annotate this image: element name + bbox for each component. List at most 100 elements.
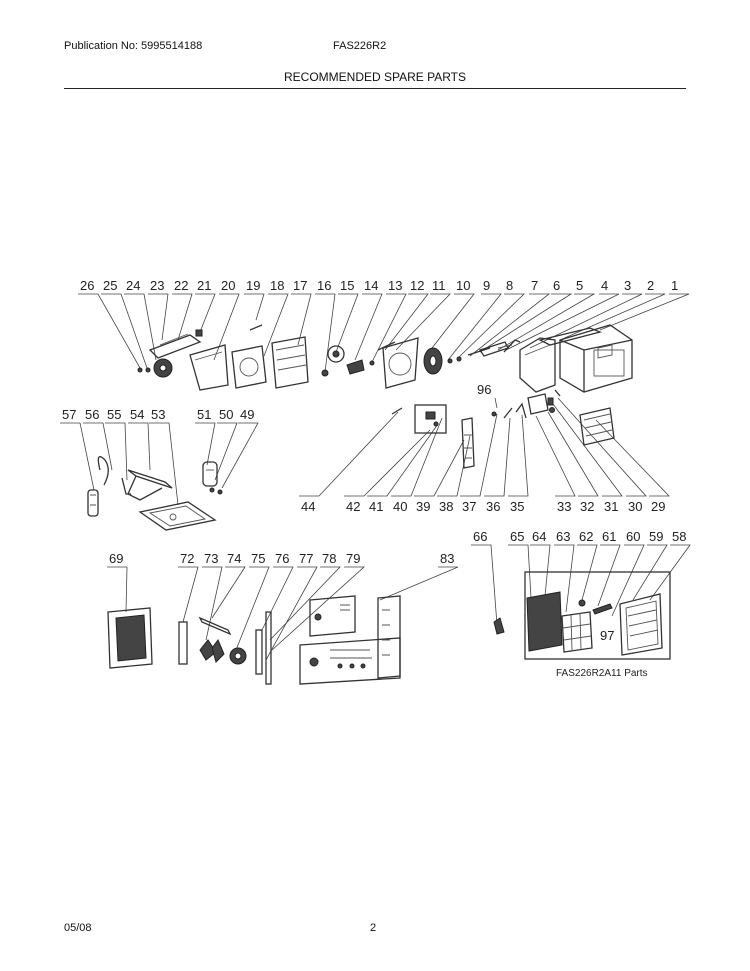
part-72-side-curtain-icon bbox=[178, 621, 188, 665]
callout-40: 40 bbox=[393, 499, 407, 514]
part-59-front-grille-icon bbox=[619, 593, 663, 656]
callout-75: 75 bbox=[251, 551, 265, 566]
part-64-air-filter-icon bbox=[526, 591, 563, 652]
part-63-filter-frame-icon bbox=[561, 611, 593, 653]
callout-6: 6 bbox=[553, 278, 560, 293]
callout-38: 38 bbox=[439, 499, 453, 514]
row1-leaders bbox=[78, 293, 690, 373]
part-13-screw-icon bbox=[369, 360, 375, 366]
callout-4: 4 bbox=[601, 278, 608, 293]
part-77-gasket-icon bbox=[265, 611, 272, 685]
callout-60: 60 bbox=[626, 529, 640, 544]
callout-17: 17 bbox=[293, 278, 307, 293]
part-11-shroud-icon bbox=[382, 337, 419, 389]
callout-31: 31 bbox=[604, 499, 618, 514]
part-54-bracket-icon bbox=[127, 469, 173, 501]
row3-callouts: 69 72 73 74 75 76 77 78 79 83 66 65 64 6… bbox=[109, 529, 686, 643]
part-1-cabinet-icon bbox=[559, 324, 633, 393]
part-62-knob-icon bbox=[578, 599, 586, 607]
part-44-screw-icon bbox=[391, 407, 403, 415]
part-32-switch-icon bbox=[547, 397, 554, 406]
callout-19: 19 bbox=[246, 278, 260, 293]
model-number: FAS226R2 bbox=[333, 40, 387, 52]
callout-22: 22 bbox=[174, 278, 188, 293]
part-75-drain-plug-icon bbox=[229, 647, 247, 665]
row2-top-leaders bbox=[60, 397, 498, 506]
callout-10: 10 bbox=[456, 278, 470, 293]
callout-29: 29 bbox=[651, 499, 665, 514]
part-3-front-panel-icon bbox=[519, 337, 556, 393]
part-9-screw-icon bbox=[447, 358, 453, 364]
part-39-thermostat-bracket-icon bbox=[461, 417, 475, 469]
footer-page-number: 2 bbox=[370, 922, 377, 934]
part-66-knob-icon bbox=[493, 617, 505, 635]
callout-76: 76 bbox=[275, 551, 289, 566]
callout-49: 49 bbox=[240, 407, 254, 422]
callout-55: 55 bbox=[107, 407, 121, 422]
parts-inset-box: FAS226R2A11 Parts bbox=[524, 571, 671, 679]
footer-date: 05/08 bbox=[64, 922, 92, 934]
page-title: RECOMMENDED SPARE PARTS bbox=[283, 70, 467, 84]
callout-69: 69 bbox=[109, 551, 123, 566]
callout-7: 7 bbox=[531, 278, 538, 293]
callout-66: 66 bbox=[473, 529, 487, 544]
callout-5: 5 bbox=[576, 278, 583, 293]
callout-11: 11 bbox=[432, 278, 446, 293]
callout-9: 9 bbox=[483, 278, 490, 293]
part-33-control-box-icon bbox=[527, 393, 549, 415]
callout-1: 1 bbox=[671, 278, 678, 293]
part-20-scroll-housing-icon bbox=[189, 344, 229, 391]
part-19-rod-icon bbox=[249, 324, 263, 331]
part-17-evaporator-icon bbox=[271, 336, 309, 389]
title-rule bbox=[64, 88, 686, 89]
callout-24: 24 bbox=[126, 278, 140, 293]
callout-30: 30 bbox=[628, 499, 642, 514]
row2-bottom-leaders bbox=[299, 397, 670, 497]
callout-59: 59 bbox=[649, 529, 663, 544]
callout-64: 64 bbox=[532, 529, 546, 544]
callout-33: 33 bbox=[557, 499, 571, 514]
part-29-condenser-icon bbox=[579, 407, 615, 446]
callout-74: 74 bbox=[227, 551, 241, 566]
callout-26: 26 bbox=[80, 278, 94, 293]
part-7-tube-icon bbox=[467, 347, 491, 356]
part-26-screw-icon bbox=[137, 367, 143, 373]
callout-62: 62 bbox=[579, 529, 593, 544]
callout-41: 41 bbox=[369, 499, 383, 514]
part-control-box-inset bbox=[414, 404, 447, 434]
row2-left-parts bbox=[87, 456, 223, 531]
part-41-relay-icon bbox=[433, 421, 439, 427]
part-37-screw-icon bbox=[491, 411, 497, 417]
part-42-switch-icon bbox=[425, 411, 436, 420]
row2-middle-parts bbox=[391, 389, 615, 469]
callout-44: 44 bbox=[301, 499, 315, 514]
part-53-base-pan-icon bbox=[138, 501, 217, 531]
callout-16: 16 bbox=[317, 278, 331, 293]
part-36-pin-icon bbox=[503, 407, 513, 419]
callout-79: 79 bbox=[346, 551, 360, 566]
part-2-cabinet-frame-icon bbox=[538, 327, 603, 346]
part-23-bracket-icon bbox=[148, 334, 202, 359]
part-76-seal-icon bbox=[255, 629, 263, 675]
callout-32: 32 bbox=[580, 499, 594, 514]
callout-35: 35 bbox=[510, 499, 524, 514]
part-24-fan-blade-icon bbox=[153, 358, 173, 378]
callout-73: 73 bbox=[204, 551, 218, 566]
part-51-compressor-icon bbox=[202, 461, 218, 487]
callout-37: 37 bbox=[462, 499, 476, 514]
callout-58: 58 bbox=[672, 529, 686, 544]
callout-50: 50 bbox=[219, 407, 233, 422]
callout-63: 63 bbox=[556, 529, 570, 544]
part-74b-bracket-icon bbox=[211, 639, 225, 663]
callout-77: 77 bbox=[299, 551, 313, 566]
part-25-washer-icon bbox=[145, 367, 151, 373]
inset-caption: FAS226R2A11 Parts bbox=[556, 668, 648, 679]
part-12-clip-icon bbox=[377, 341, 396, 351]
part-30-filter-icon bbox=[554, 389, 561, 397]
row2-top-callouts: 57 56 55 54 53 51 50 49 96 bbox=[62, 382, 491, 422]
callout-72: 72 bbox=[180, 551, 194, 566]
row1-parts bbox=[137, 324, 633, 393]
part-21-clip-icon bbox=[195, 329, 203, 337]
part-83-control-panel-icon bbox=[299, 595, 401, 685]
part-4-bracket-icon bbox=[503, 339, 521, 353]
